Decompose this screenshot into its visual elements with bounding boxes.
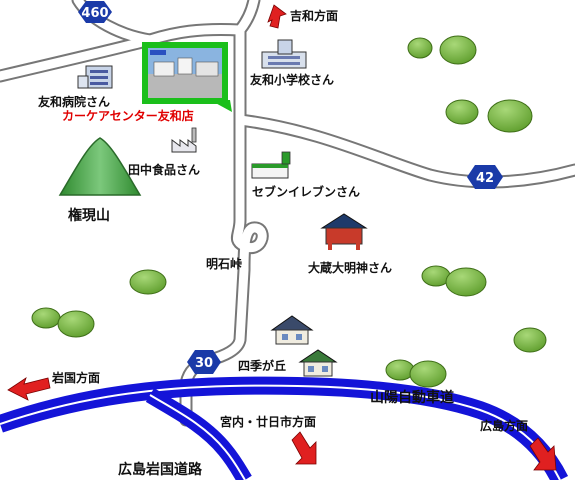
factory-icon <box>171 127 197 153</box>
arrow-left-icon <box>7 377 51 401</box>
hill <box>407 35 477 65</box>
expressway-sanyo <box>0 376 569 480</box>
label-car-care-center: カーケアセンター友和店 <box>62 108 194 123</box>
arrow-down-right-icon <box>529 437 557 471</box>
hill <box>129 269 167 295</box>
hill <box>31 307 95 338</box>
label-iwakuni-direction: 岩国方面 <box>51 370 100 385</box>
label-okura-daimyojin: 大蔵大明神さん <box>308 260 392 275</box>
hills <box>31 35 547 388</box>
label-tomowa-elementary-school: 友和小学校さん <box>249 72 334 87</box>
label-yoshiwa-direction: 吉和方面 <box>290 8 338 23</box>
shrine-icon <box>320 213 368 250</box>
svg-text:30: 30 <box>195 356 213 371</box>
hospital-icon <box>77 65 113 89</box>
svg-text:42: 42 <box>476 171 494 186</box>
label-seven-eleven: セブンイレブンさん <box>252 184 360 199</box>
label-gongen-yama: 権現山 <box>68 207 110 224</box>
label-hiroshima-iwakuni-road: 広島岩国道路 <box>118 461 203 478</box>
route-shield-30: 30 <box>187 350 221 374</box>
store-photo <box>148 48 222 98</box>
hill <box>513 327 547 353</box>
expressway-hiroshima-iwakuni <box>145 388 252 480</box>
arrow-up-icon <box>267 4 287 29</box>
route-shield-460: 460 <box>78 1 112 23</box>
school-icon <box>261 39 307 69</box>
house-icon <box>270 315 314 345</box>
route-shield-42: 42 <box>467 165 503 189</box>
label-tanaka-foods: 田中食品さん <box>128 162 200 177</box>
house-icon <box>298 349 338 377</box>
hill <box>421 265 487 297</box>
label-akashi-pass: 明石峠 <box>206 256 242 271</box>
label-hiroshima-direction: 広島方面 <box>480 418 528 433</box>
label-sanyo-expressway: 山陽自動車道 <box>370 389 454 406</box>
store-callout <box>142 42 232 112</box>
label-miyauchi-hatsukaichi-direction: 宮内・廿日市方面 <box>220 414 316 429</box>
hill <box>445 99 533 133</box>
mountain-icon <box>58 137 142 196</box>
svg-text:460: 460 <box>81 6 108 21</box>
convenience-store-icon <box>251 151 291 179</box>
label-shikigaoka: 四季が丘 <box>238 358 286 373</box>
arrow-down-right-icon <box>291 431 317 465</box>
label-tomowa-hospital: 友和病院さん <box>37 94 110 109</box>
hill <box>385 359 447 388</box>
